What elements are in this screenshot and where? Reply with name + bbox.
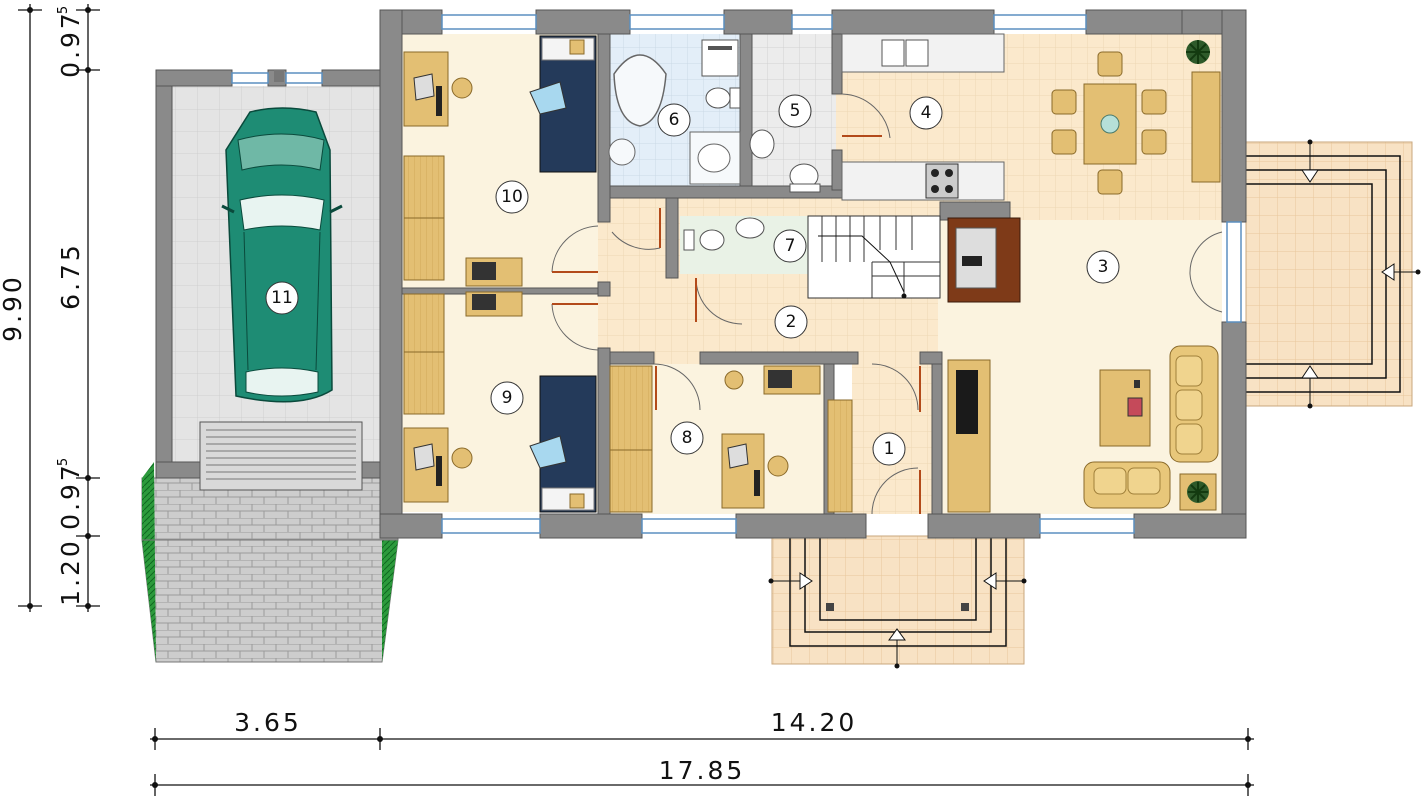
desk-icon [403,51,473,127]
room-number-3: 3 [1086,250,1120,284]
door-leaves [552,135,921,514]
dim-lower-offset-sup: 5 [56,458,71,466]
desk-icon [721,433,789,509]
dim-lower-offset-value: 0.97 [56,462,85,530]
room-number-4: 4 [909,96,943,130]
bed-icon [529,375,597,513]
dimension-dots [27,7,1251,788]
room-5-label: 5 [790,101,801,121]
sink-icon [735,217,765,239]
fireplace-icon [947,217,1021,303]
room-1-label: 1 [884,439,895,459]
plant-icon [1186,40,1210,64]
hall-cabinet-icon [827,399,853,513]
shelf-icon [724,365,821,395]
sofa-icon [1083,461,1171,509]
dim-top-offset: 0.97 5 [56,6,85,78]
dresser-icon [465,291,523,317]
room-4-label: 4 [921,103,932,123]
room-number-9: 9 [490,381,524,415]
side-terrace [1245,139,1421,409]
stairs-icon [807,215,941,299]
dim-top-offset-value: 0.97 [56,10,85,78]
coffee-table-icon [1099,369,1151,447]
room-number-2: 2 [774,305,808,339]
front-terrace [768,535,1027,669]
room-6-label: 6 [669,110,680,130]
dim-main-depth: 6.75 [56,242,85,310]
dim-total-width: 17.85 [659,756,746,785]
room-7-label: 7 [785,236,796,256]
plant-icon [1179,473,1217,511]
driveway [141,462,399,663]
desk-icon [403,427,473,503]
room-9-label: 9 [502,388,513,408]
bathtub-icon [613,54,667,127]
sink-icon [608,131,741,185]
dresser-icon [465,257,523,287]
washing-machine-icon [701,39,739,77]
wardrobe-icon [403,293,445,415]
dimension-lines [18,4,1254,796]
room-number-5: 5 [778,94,812,128]
room-number-7: 7 [773,229,807,263]
room-number-10: 10 [495,180,529,214]
wardrobe-icon [403,155,445,281]
sink-icon [749,129,775,159]
dim-garage-width: 3.65 [234,708,302,737]
garage-door-icon [199,421,363,491]
dim-house-width: 14.20 [771,708,858,737]
dim-top-offset-sup: 5 [56,6,71,14]
room-number-6: 6 [657,103,691,137]
tv-cabinet-icon [947,359,991,513]
room-11-label: 11 [271,288,293,308]
sideboard-icon [1191,71,1221,183]
room-8-label: 8 [682,428,693,448]
window-fixture [274,70,284,82]
sofa-icon [1169,345,1219,463]
room-10-label: 10 [501,187,523,207]
windows [231,14,1242,534]
room-number-8: 8 [670,421,704,455]
room-3-label: 3 [1098,257,1109,277]
dim-driveway-depth: 1.20 [56,538,85,606]
bed-icon [529,35,597,173]
dining-table-icon [1051,51,1167,195]
dim-lower-offset: 0.97 5 [56,458,85,530]
toilet-icon [705,87,741,109]
wardrobe-icon [609,365,653,513]
toilet-icon [789,163,821,193]
room-2-label: 2 [786,312,797,332]
dim-total-depth: 9.90 [0,274,27,342]
walls [155,9,1247,539]
room-number-1: 1 [872,432,906,466]
kitchen-counter-icon [841,33,1005,201]
room-number-11: 11 [265,281,299,315]
toilet-icon [683,229,725,251]
car-icon [221,107,343,403]
